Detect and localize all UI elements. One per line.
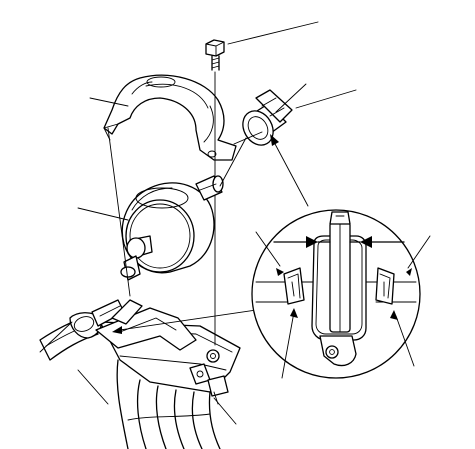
hose-clamp: [242, 89, 293, 146]
callout-bracket: [89, 97, 129, 107]
callout-mount: [77, 369, 109, 405]
callout-hose: [39, 321, 73, 353]
bolt: [205, 39, 225, 71]
callout-detail-clip-right: [395, 315, 415, 367]
hose-bracket: [95, 299, 197, 351]
hose: [39, 299, 125, 361]
detail-view: [251, 209, 431, 379]
callout-filter: [77, 207, 129, 221]
callout-leaders: [39, 21, 357, 425]
mount-nut: [207, 375, 229, 405]
callout-bolt: [227, 21, 319, 45]
filter: [120, 175, 224, 281]
assembly-lines: [103, 127, 263, 297]
detail-pointer: [112, 134, 309, 334]
callout-hose-clamp: [295, 89, 357, 109]
callout-detail-clip-left: [281, 311, 295, 379]
callout-frame: [213, 397, 237, 425]
bracket: [103, 74, 237, 161]
callout-detail-right: [407, 235, 431, 269]
callout-detail-left: [255, 231, 281, 267]
